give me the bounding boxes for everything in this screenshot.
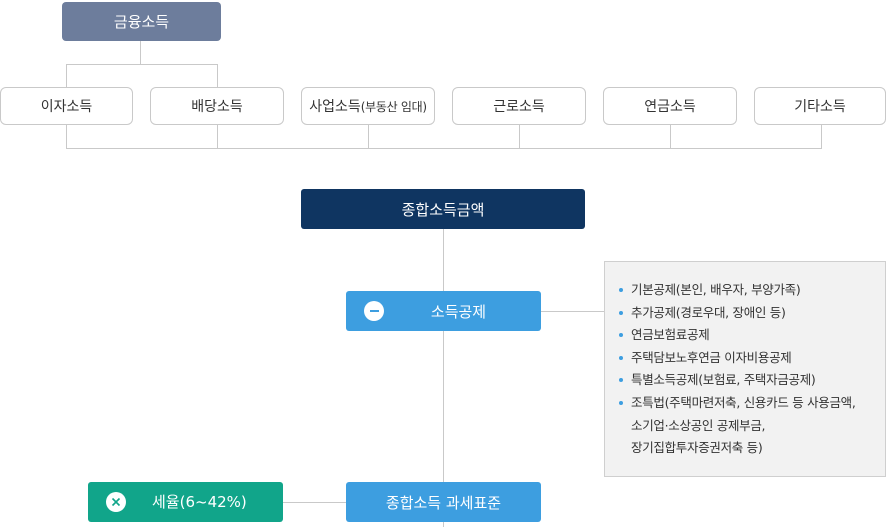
tax-base-box: 종합소득 과세표준 [346,482,541,522]
category-other-income: 기타소득 [754,87,886,125]
bullet-icon [619,378,623,383]
connector-deduction-panel [541,311,604,312]
tax-base-label: 종합소득 과세표준 [385,493,502,512]
tax-rate-label: 세율(6~42%) [152,493,247,511]
minus-icon [364,301,384,321]
connector-top-left-drop [66,64,67,87]
category-label: 연금소득 [644,99,696,115]
connector-cat4-up [519,125,520,148]
connector-main-vertical [443,229,444,527]
list-item: 특별소득공제(보험료, 주택자금공제) [619,369,877,392]
deduction-details-panel: 기본공제(본인, 배우자, 부양가족) 추가공제(경로우대, 장애인 등) 연금… [604,261,886,477]
list-item: 추가공제(경로우대, 장애인 등) [619,302,877,325]
connector-top-horizontal [66,64,218,65]
connector-cat3-up [368,125,369,148]
list-item: 연금보험료공제 [619,324,877,347]
list-item: 주택담보노후연금 이자비용공제 [619,347,877,370]
income-deduction-label: 소득공제 [430,302,487,321]
category-business-income: 사업소득(부동산 임대) [301,87,435,125]
category-suffix: (부동산 임대) [360,99,427,114]
income-deduction-box: 소득공제 [346,291,541,331]
connector-rate-base [283,502,346,503]
connector-cat2-up [217,125,218,148]
connector-cat5-up [670,125,671,148]
connector-cat6-up [821,125,822,148]
total-income-label: 종합소득금액 [401,200,485,219]
bullet-icon [619,333,623,338]
category-label: 기타소득 [794,99,846,115]
bullet-icon [619,400,623,405]
category-label: 배당소득 [191,99,243,115]
connector-top-down [140,41,141,64]
connector-bottom-horizontal [66,148,822,149]
list-item: 기본공제(본인, 배우자, 부양가족) [619,279,877,302]
connector-top-right-drop [217,64,218,87]
total-income-box: 종합소득금액 [301,189,585,229]
list-item: 조특법(주택마련저축, 신용카드 등 사용금액,소기업·소상공인 공제부금,장기… [619,392,877,460]
connector-cat1-up [66,125,67,148]
bullet-icon [619,310,623,315]
bullet-icon [619,288,623,292]
multiply-icon [106,492,126,512]
category-dividend-income: 배당소득 [150,87,284,125]
bullet-icon [619,355,623,360]
category-interest-income: 이자소득 [0,87,133,125]
financial-income-box: 금융소득 [62,2,221,41]
category-earned-income: 근로소득 [452,87,586,125]
financial-income-label: 금융소득 [113,13,170,31]
category-label: 근로소득 [493,99,545,115]
tax-rate-box: 세율(6~42%) [88,482,283,522]
category-label: 이자소득 [40,99,93,115]
deduction-list: 기본공제(본인, 배우자, 부양가족) 추가공제(경로우대, 장애인 등) 연금… [605,262,885,460]
category-label: 사업소득 [309,99,361,115]
category-pension-income: 연금소득 [603,87,737,125]
